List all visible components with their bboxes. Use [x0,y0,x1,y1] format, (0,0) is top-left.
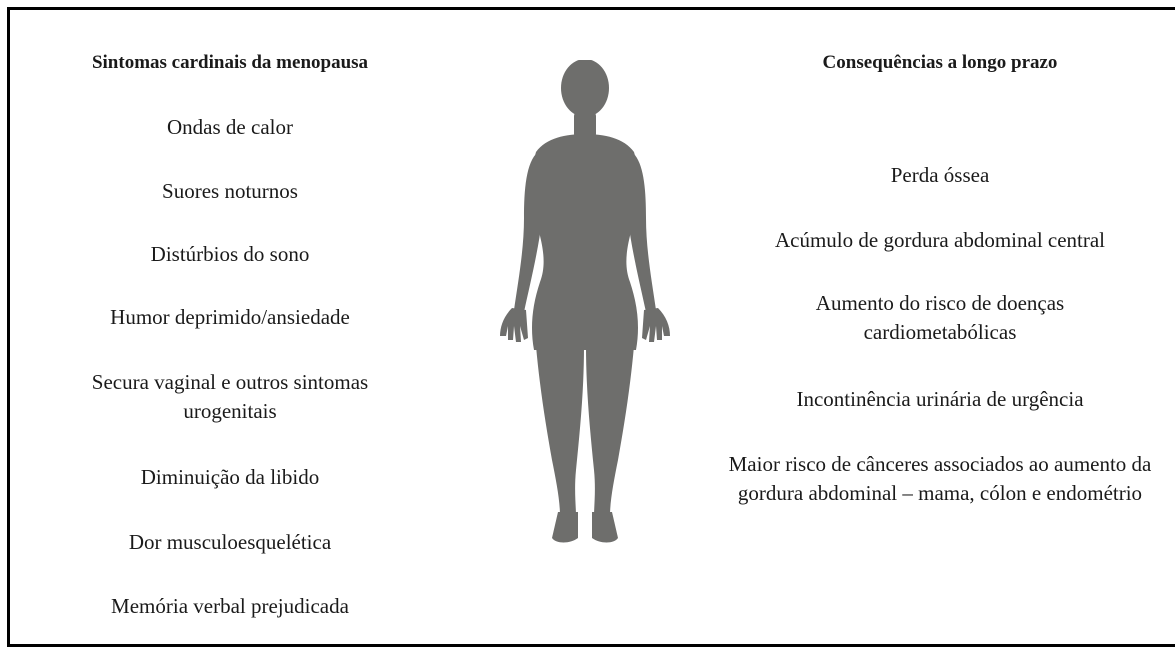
consequence-item: Acúmulo de gordura abdominal central [710,226,1170,255]
female-body-silhouette-icon [490,60,680,550]
diagram-frame: Sintomas cardinais da menopausa Ondas de… [7,7,1175,647]
consequence-item: Perda óssea [710,161,1170,190]
symptom-item: Secura vaginal e outros sintomas urogeni… [10,368,450,426]
symptom-item: Ondas de calor [10,113,450,142]
symptom-item: Dor musculoesquelética [10,528,450,557]
symptom-item: Memória verbal prejudicada [10,592,450,621]
symptom-item: Suores noturnos [10,177,450,206]
cardinal-symptoms-heading: Sintomas cardinais da menopausa [10,52,450,74]
symptom-item: Distúrbios do sono [10,240,450,269]
consequence-item: Incontinência urinária de urgência [710,385,1170,414]
consequence-item: Aumento do risco de doenças cardiometabó… [710,289,1170,347]
long-term-consequences-heading: Consequências a longo prazo [710,52,1170,74]
symptom-item: Humor deprimido/ansiedade [10,303,450,332]
symptom-item: Diminuição da libido [10,463,450,492]
consequence-item: Maior risco de cânceres associados ao au… [710,450,1170,508]
